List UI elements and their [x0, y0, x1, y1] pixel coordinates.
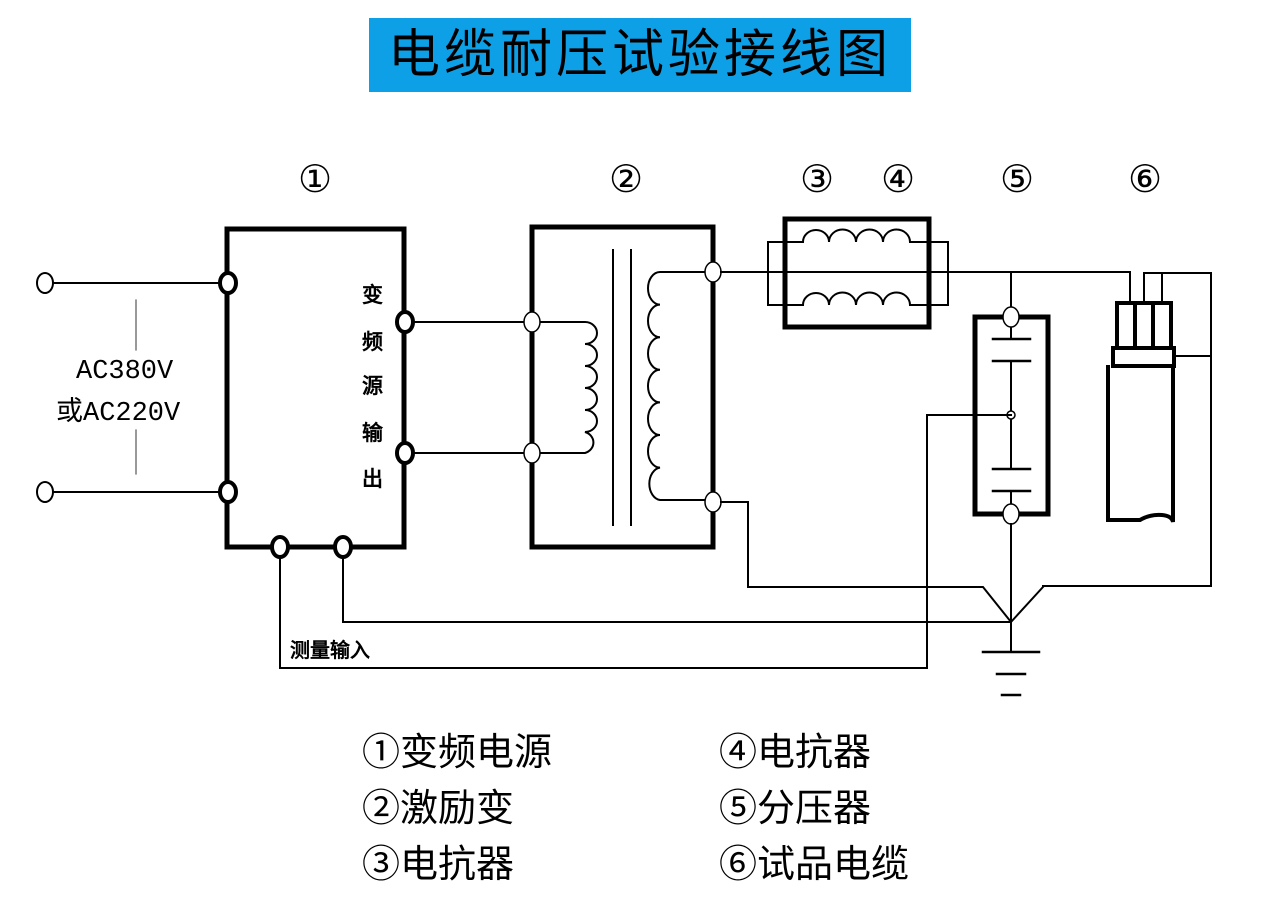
component-number-1: ① [298, 157, 332, 201]
voltage-divider [279, 271, 1051, 669]
supply-input [36, 272, 221, 503]
legend-item: ②激励变 [362, 786, 515, 830]
reactors [767, 216, 1131, 330]
legend-right: ④电抗器 ⑤分压器 ⑥试品电缆 [719, 724, 909, 892]
legend-item: ⑤分压器 [719, 786, 872, 830]
source-output-char-2: 频 [362, 330, 383, 354]
legend-left: ①变频电源 ②激励变 ③电抗器 [362, 724, 552, 892]
source-output-char-3: 源 [362, 374, 383, 398]
component-number-4: ④ [881, 157, 915, 201]
legend-item: ①变频电源 [362, 730, 553, 774]
ground-network [342, 501, 1045, 697]
source-output-char-4: 输 [362, 421, 384, 445]
title-banner: 电缆耐压试验接线图 [369, 18, 911, 92]
legend-item: ③电抗器 [362, 842, 515, 886]
legend-item: ⑥试品电缆 [719, 842, 910, 886]
exciter-transformer [523, 224, 722, 550]
supply-terminal-top [36, 272, 54, 294]
source-output-char-1: 变 [362, 283, 383, 307]
component-number-6: ⑥ [1128, 157, 1162, 201]
component-number-2: ② [609, 157, 643, 201]
supply-voltage-line2: 或AC220V [56, 396, 181, 429]
supply-terminal-bottom [36, 481, 54, 503]
measurement-input-label: 测量输入 [290, 638, 370, 662]
diagram-title: 电缆耐压试验接线图 [387, 25, 892, 85]
source-output-char-5: 出 [362, 467, 383, 491]
component-number-3: ③ [800, 157, 834, 201]
test-cable [1042, 271, 1212, 587]
supply-voltage-line1: AC380V [76, 357, 174, 387]
component-number-5: ⑤ [1000, 157, 1034, 201]
legend-item: ④电抗器 [719, 730, 872, 774]
variable-frequency-source [218, 226, 415, 559]
